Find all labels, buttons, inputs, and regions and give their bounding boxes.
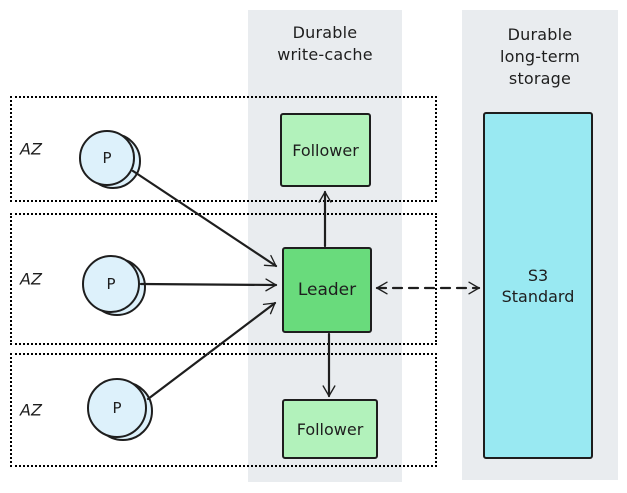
storage-title-line3: storage [508,69,572,88]
s3-standard-node: S3 Standard [483,112,593,459]
az-zone-3-label: AZ [20,400,42,420]
storage-title-line2: long-term [499,47,581,66]
s3-label-line2: Standard [501,286,575,306]
write-cache-title-line1: Durable [292,23,358,42]
leader-label: Leader [297,279,357,300]
az-zone-1: AZ [10,96,437,202]
az-zone-1-label: AZ [20,139,42,159]
az-zone-2: AZ [10,213,437,345]
write-cache-title-line2: write-cache [277,45,373,64]
follower-top-node: Follower [280,113,371,187]
long-term-storage-title: Durable long-term storage [462,24,618,90]
az-zone-2-label: AZ [20,269,42,289]
write-cache-title: Durable write-cache [248,22,402,66]
s3-label-line1: S3 [527,265,549,285]
follower-bottom-label: Follower [296,419,364,439]
follower-top-label: Follower [292,140,359,160]
storage-title-line1: Durable [507,25,573,44]
leader-node: Leader [282,247,372,333]
follower-bottom-node: Follower [282,399,378,459]
